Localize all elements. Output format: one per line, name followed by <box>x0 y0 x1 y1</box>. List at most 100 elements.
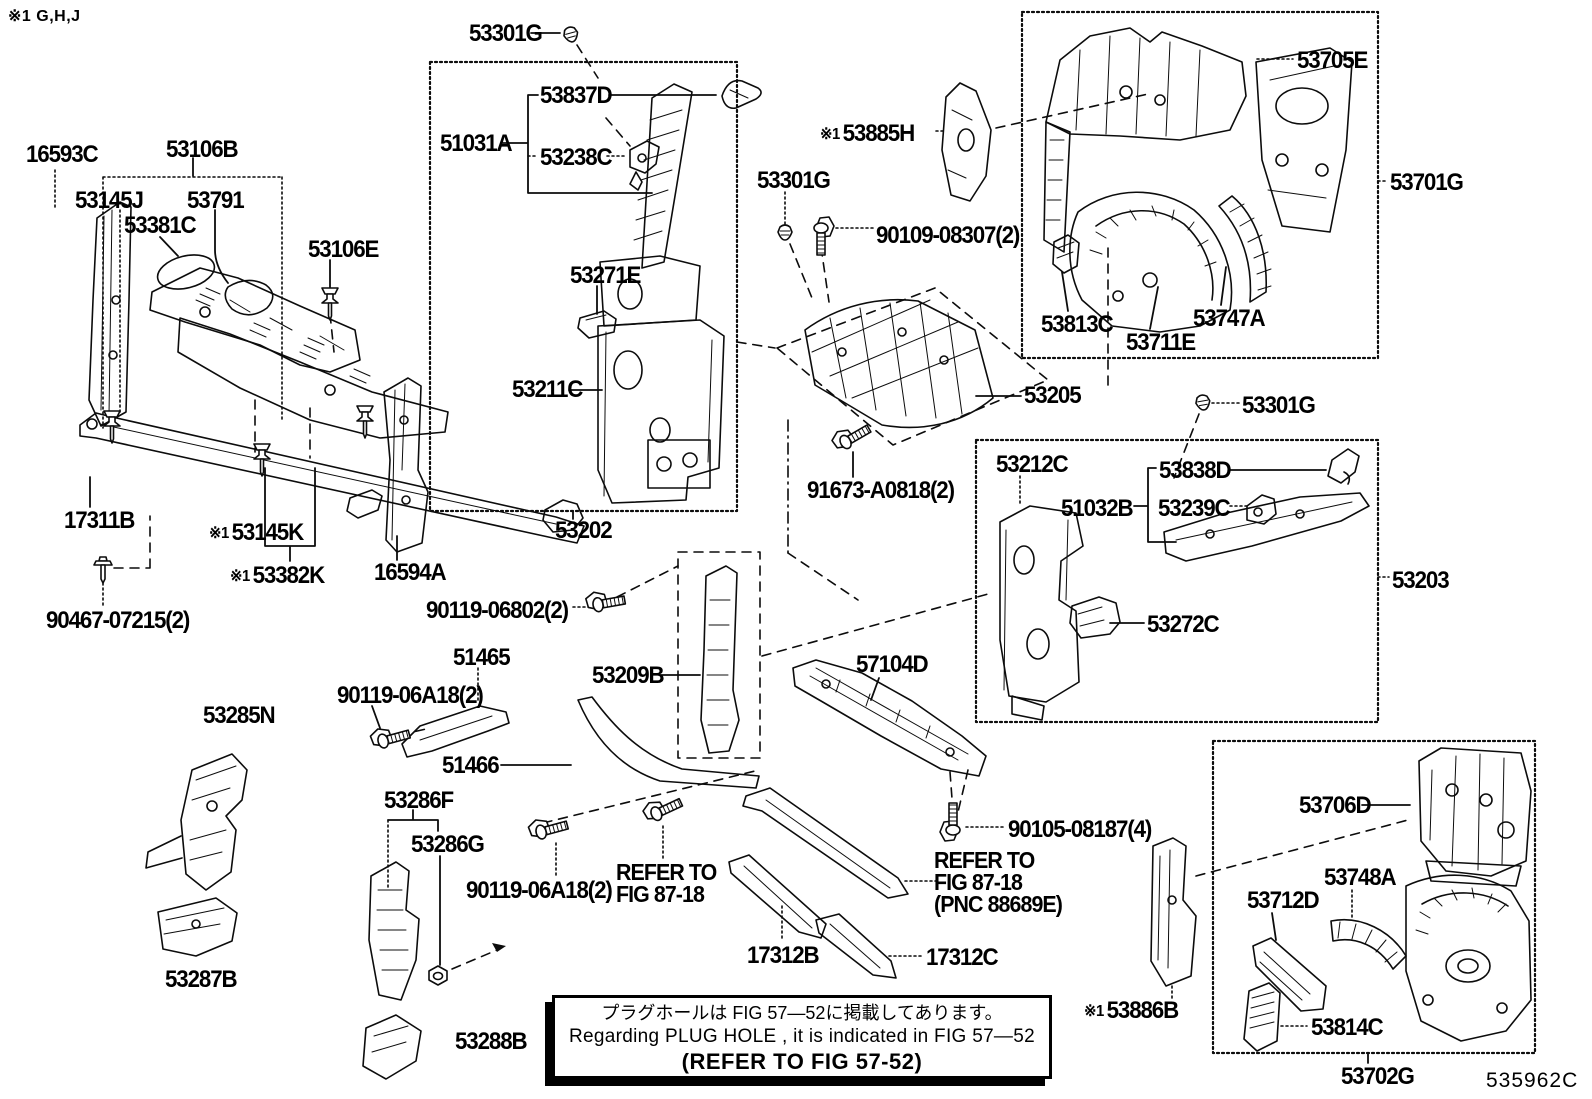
label-53747a: 53747A <box>1193 305 1266 332</box>
label-57104d: 57104D <box>856 651 929 678</box>
label-17312c: 17312C <box>926 944 999 971</box>
label-51031a: 51031A <box>440 130 513 157</box>
part-sketch-53747a <box>1218 195 1272 303</box>
label-53286f: 53286F <box>384 787 454 814</box>
label-53238c: 53238C <box>540 144 613 171</box>
label-53145j: 53145J <box>75 187 144 214</box>
bolt-icon <box>584 586 627 615</box>
callout-refer-fig-87-18: REFER TO FIG 87-18 <box>616 859 717 907</box>
label-53712d: 53712D <box>1247 887 1320 914</box>
label-53287b: 53287B <box>165 966 238 993</box>
label-53301g-mid: 53301G <box>757 167 831 194</box>
ref-marker: ※1 <box>230 568 250 585</box>
part-sketch-53209b <box>700 565 740 754</box>
grommet-icon <box>777 224 793 241</box>
label-53702g: 53702G <box>1341 1063 1415 1090</box>
part-sketch-16594a <box>383 377 429 553</box>
label-91673-a0818: 91673-A0818(2) <box>807 477 955 504</box>
label-53202: 53202 <box>555 517 613 544</box>
leader-lines <box>54 32 1411 1064</box>
clip-icon <box>103 410 121 444</box>
label-53272c: 53272C <box>1147 611 1220 638</box>
part-sketch-51032b <box>1163 492 1370 562</box>
label-53748a: 53748A <box>1324 864 1397 891</box>
label-90105-08187: 90105-08187(4) <box>1008 816 1152 843</box>
part-sketch-53838d <box>1327 448 1360 485</box>
callout-refer-fig-pnc: REFER TO FIG 87-18 (PNC 88689E) <box>934 849 1063 917</box>
label-53886b-text: 53886B <box>1106 997 1180 1024</box>
part-sketch-53706d <box>1418 747 1532 887</box>
part-sketch-53272c <box>1069 596 1121 639</box>
ref-marker: ※1 <box>1084 1003 1104 1020</box>
label-53791: 53791 <box>187 187 245 214</box>
label-53301g-right: 53301G <box>1242 392 1316 419</box>
part-sketch-17312b <box>728 854 827 939</box>
label-53706d: 53706D <box>1299 792 1372 819</box>
part-sketch-16593c <box>88 201 132 427</box>
part-sketch-53813c <box>1052 234 1080 274</box>
bolt-icon <box>813 216 835 256</box>
label-90119-06a18-1: 90119-06A18(2) <box>337 682 484 709</box>
part-sketch-53381c <box>149 254 449 439</box>
label-53145k-text: 53145K <box>231 519 305 546</box>
label-53837d: 53837D <box>540 82 613 109</box>
label-17311b: 17311B <box>64 507 135 534</box>
part-sketch-53886b <box>1150 837 1197 987</box>
part-sketch-51031a <box>597 83 725 504</box>
part-sketch-53239c <box>1246 494 1277 525</box>
label-17312b: 17312B <box>747 942 820 969</box>
label-51466: 51466 <box>442 752 500 779</box>
note-line-english: Regarding PLUG HOLE , it is indicated in… <box>569 1026 1035 1047</box>
label-51465: 51465 <box>453 644 511 671</box>
label-53203: 53203 <box>1392 567 1450 594</box>
part-sketch-53271e <box>577 310 617 339</box>
bolt-icon <box>368 720 412 752</box>
label-53205: 53205 <box>1024 382 1082 409</box>
label-53286g: 53286G <box>411 831 485 858</box>
part-sketch-53705e <box>1043 27 1247 253</box>
label-53814c: 53814C <box>1311 1014 1384 1041</box>
callout-line: (PNC 88689E) <box>934 891 1063 917</box>
label-53813c: 53813C <box>1041 311 1114 338</box>
part-sketch-51465 <box>401 705 510 758</box>
callout-line: REFER TO <box>616 859 717 885</box>
part-sketch-57104d <box>792 659 987 777</box>
part-sketch-53285n <box>145 753 248 891</box>
callout-line: FIG 87-18 <box>616 881 705 907</box>
part-sketch-17311b <box>79 412 585 544</box>
label-90119-06802: 90119-06802(2) <box>426 597 569 624</box>
figure-code: 535962C <box>1486 1069 1579 1092</box>
ref-marker: ※1 <box>209 525 229 542</box>
label-53301g-top: 53301G <box>469 20 543 47</box>
screw-icon <box>93 556 113 584</box>
part-sketch-wheelhouse-d <box>1405 874 1532 1042</box>
part-sketch-53748a <box>1330 919 1407 970</box>
label-53271e: 53271E <box>570 262 641 289</box>
clip-icon <box>321 287 339 321</box>
part-sketch-53212c <box>999 505 1084 721</box>
label-53211c: 53211C <box>512 376 583 403</box>
label-53701g: 53701G <box>1390 169 1464 196</box>
label-53885h-text: 53885H <box>842 120 916 147</box>
note-line-japanese: プラグホールは FIG 57—52に掲載してあります。 <box>601 1003 1003 1023</box>
label-53705e: 53705E <box>1297 47 1368 74</box>
ref-marker: ※1 <box>820 126 840 143</box>
label-53106e: 53106E <box>308 236 379 263</box>
label-51032b: 51032B <box>1061 495 1134 522</box>
label-53212c: 53212C <box>996 451 1069 478</box>
part-sketch-53712d <box>1252 937 1327 1012</box>
label-16593c: 16593C <box>26 141 99 168</box>
label-53285n: 53285N <box>203 702 276 729</box>
part-sketch-apron-right <box>1255 47 1353 233</box>
part-sketch-53286fg <box>368 861 420 1001</box>
part-sketch-53814c <box>1243 982 1281 1052</box>
nut-icon <box>428 965 448 986</box>
part-sketch-wheelhouse-b <box>1069 191 1233 333</box>
label-16594a: 16594A <box>374 559 447 586</box>
